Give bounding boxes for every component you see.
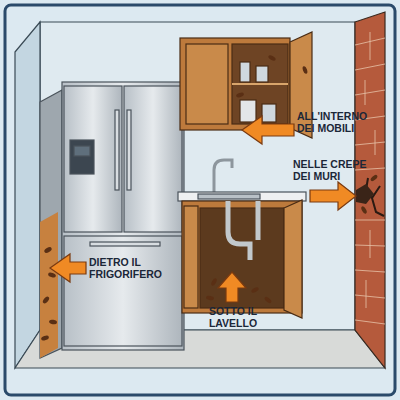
refrigerator bbox=[40, 82, 184, 358]
lower-cabinet bbox=[182, 200, 302, 318]
upper-cabinet bbox=[180, 32, 312, 138]
callout-label: ALL'INTERNO DEI MOBILI bbox=[297, 110, 379, 134]
brick-wall bbox=[355, 12, 385, 368]
frame bbox=[5, 5, 395, 395]
callout-label: SOTTO IL LAVELLO bbox=[202, 305, 264, 329]
callout-label: DIETRO IL FRIGORIFERO bbox=[89, 256, 171, 280]
callout-label: NELLE CREPE DEI MURI bbox=[293, 158, 371, 182]
cockroaches bbox=[40, 54, 378, 341]
room bbox=[15, 22, 385, 368]
callout-arrows bbox=[50, 116, 356, 302]
sink-counter bbox=[178, 160, 306, 201]
